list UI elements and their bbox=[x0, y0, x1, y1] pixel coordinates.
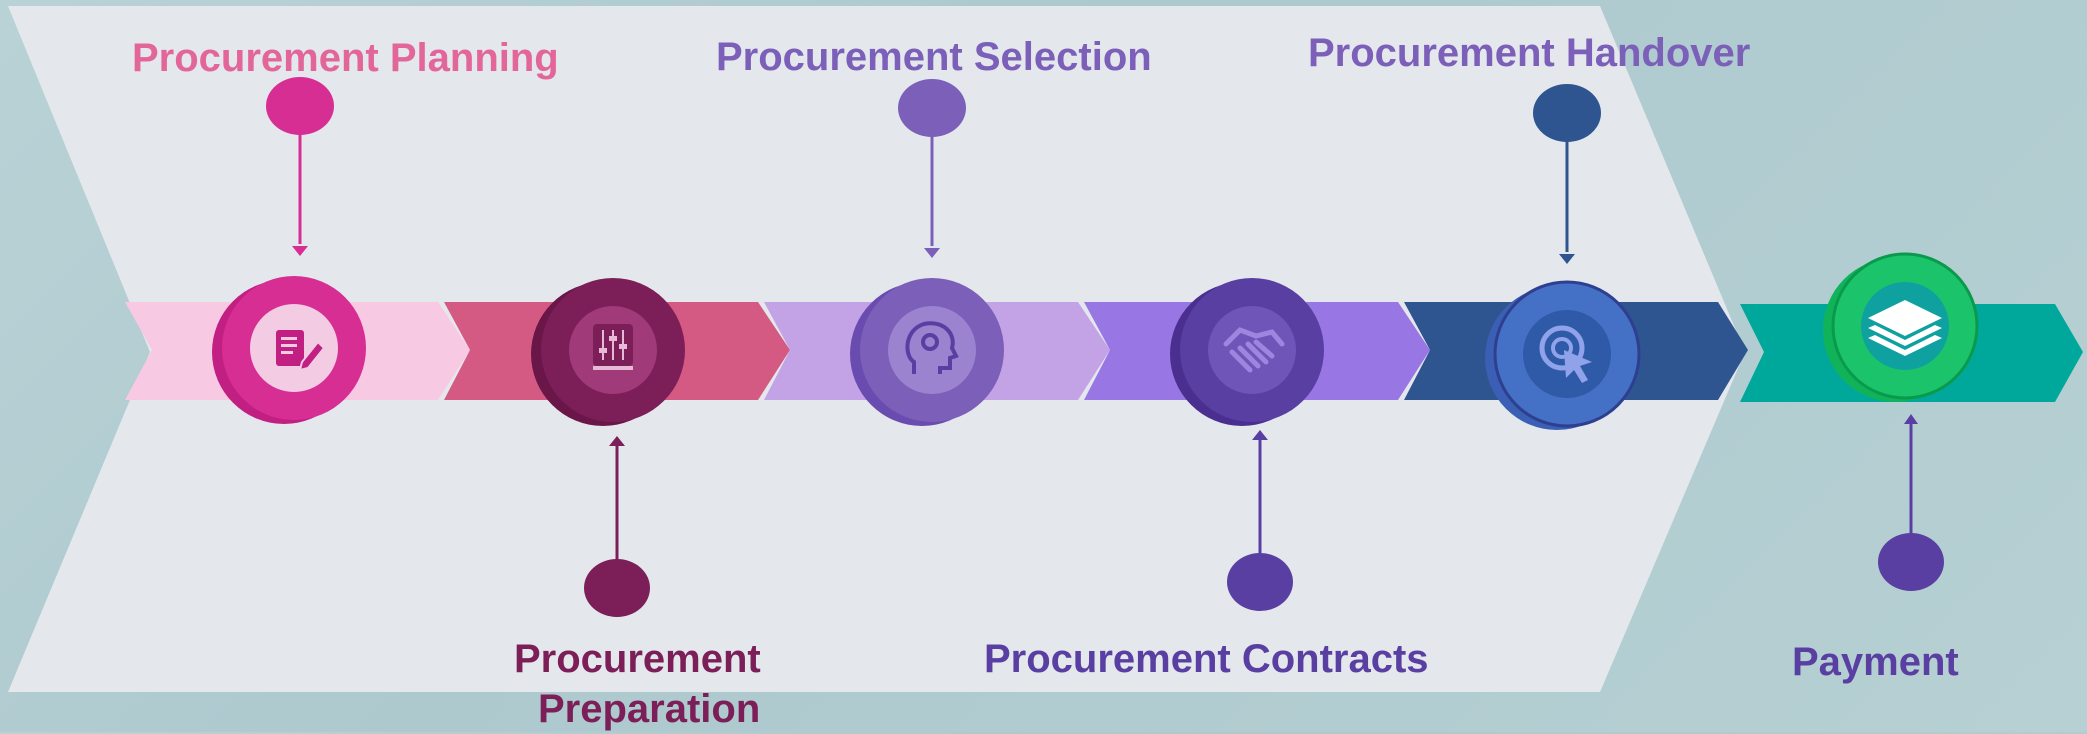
label-procurement-selection: Procurement Selection bbox=[716, 35, 1152, 79]
step-node-selection bbox=[850, 278, 1004, 426]
connector-selection bbox=[898, 79, 966, 258]
step-node-payment bbox=[1823, 252, 1979, 402]
connector-planning bbox=[266, 77, 334, 256]
label-payment: Payment bbox=[1792, 640, 1959, 684]
label-procurement-contracts: Procurement Contracts bbox=[984, 637, 1429, 681]
target-cursor-icon bbox=[1539, 325, 1592, 383]
label-procurement-handover: Procurement Handover bbox=[1308, 31, 1751, 75]
sliders-icon bbox=[593, 324, 633, 370]
label-procurement-preparation: Procurement Preparation bbox=[500, 634, 800, 734]
document-edit-icon bbox=[276, 330, 326, 372]
label-procurement-preparation-line2: Preparation bbox=[538, 687, 761, 731]
label-procurement-planning: Procurement Planning bbox=[132, 36, 559, 80]
label-procurement-preparation-line1: Procurement bbox=[514, 637, 761, 681]
layers-icon bbox=[1868, 300, 1942, 356]
handshake-icon bbox=[1223, 327, 1285, 373]
connector-preparation bbox=[584, 436, 650, 617]
connector-payment bbox=[1878, 414, 1944, 591]
step-node-planning bbox=[212, 276, 366, 424]
step-node-handover bbox=[1485, 280, 1641, 430]
connector-handover bbox=[1533, 84, 1601, 264]
step-node-preparation bbox=[531, 278, 685, 426]
step-node-contracts bbox=[1170, 278, 1324, 426]
connector-contracts bbox=[1227, 430, 1293, 611]
head-gear-icon bbox=[905, 321, 959, 374]
